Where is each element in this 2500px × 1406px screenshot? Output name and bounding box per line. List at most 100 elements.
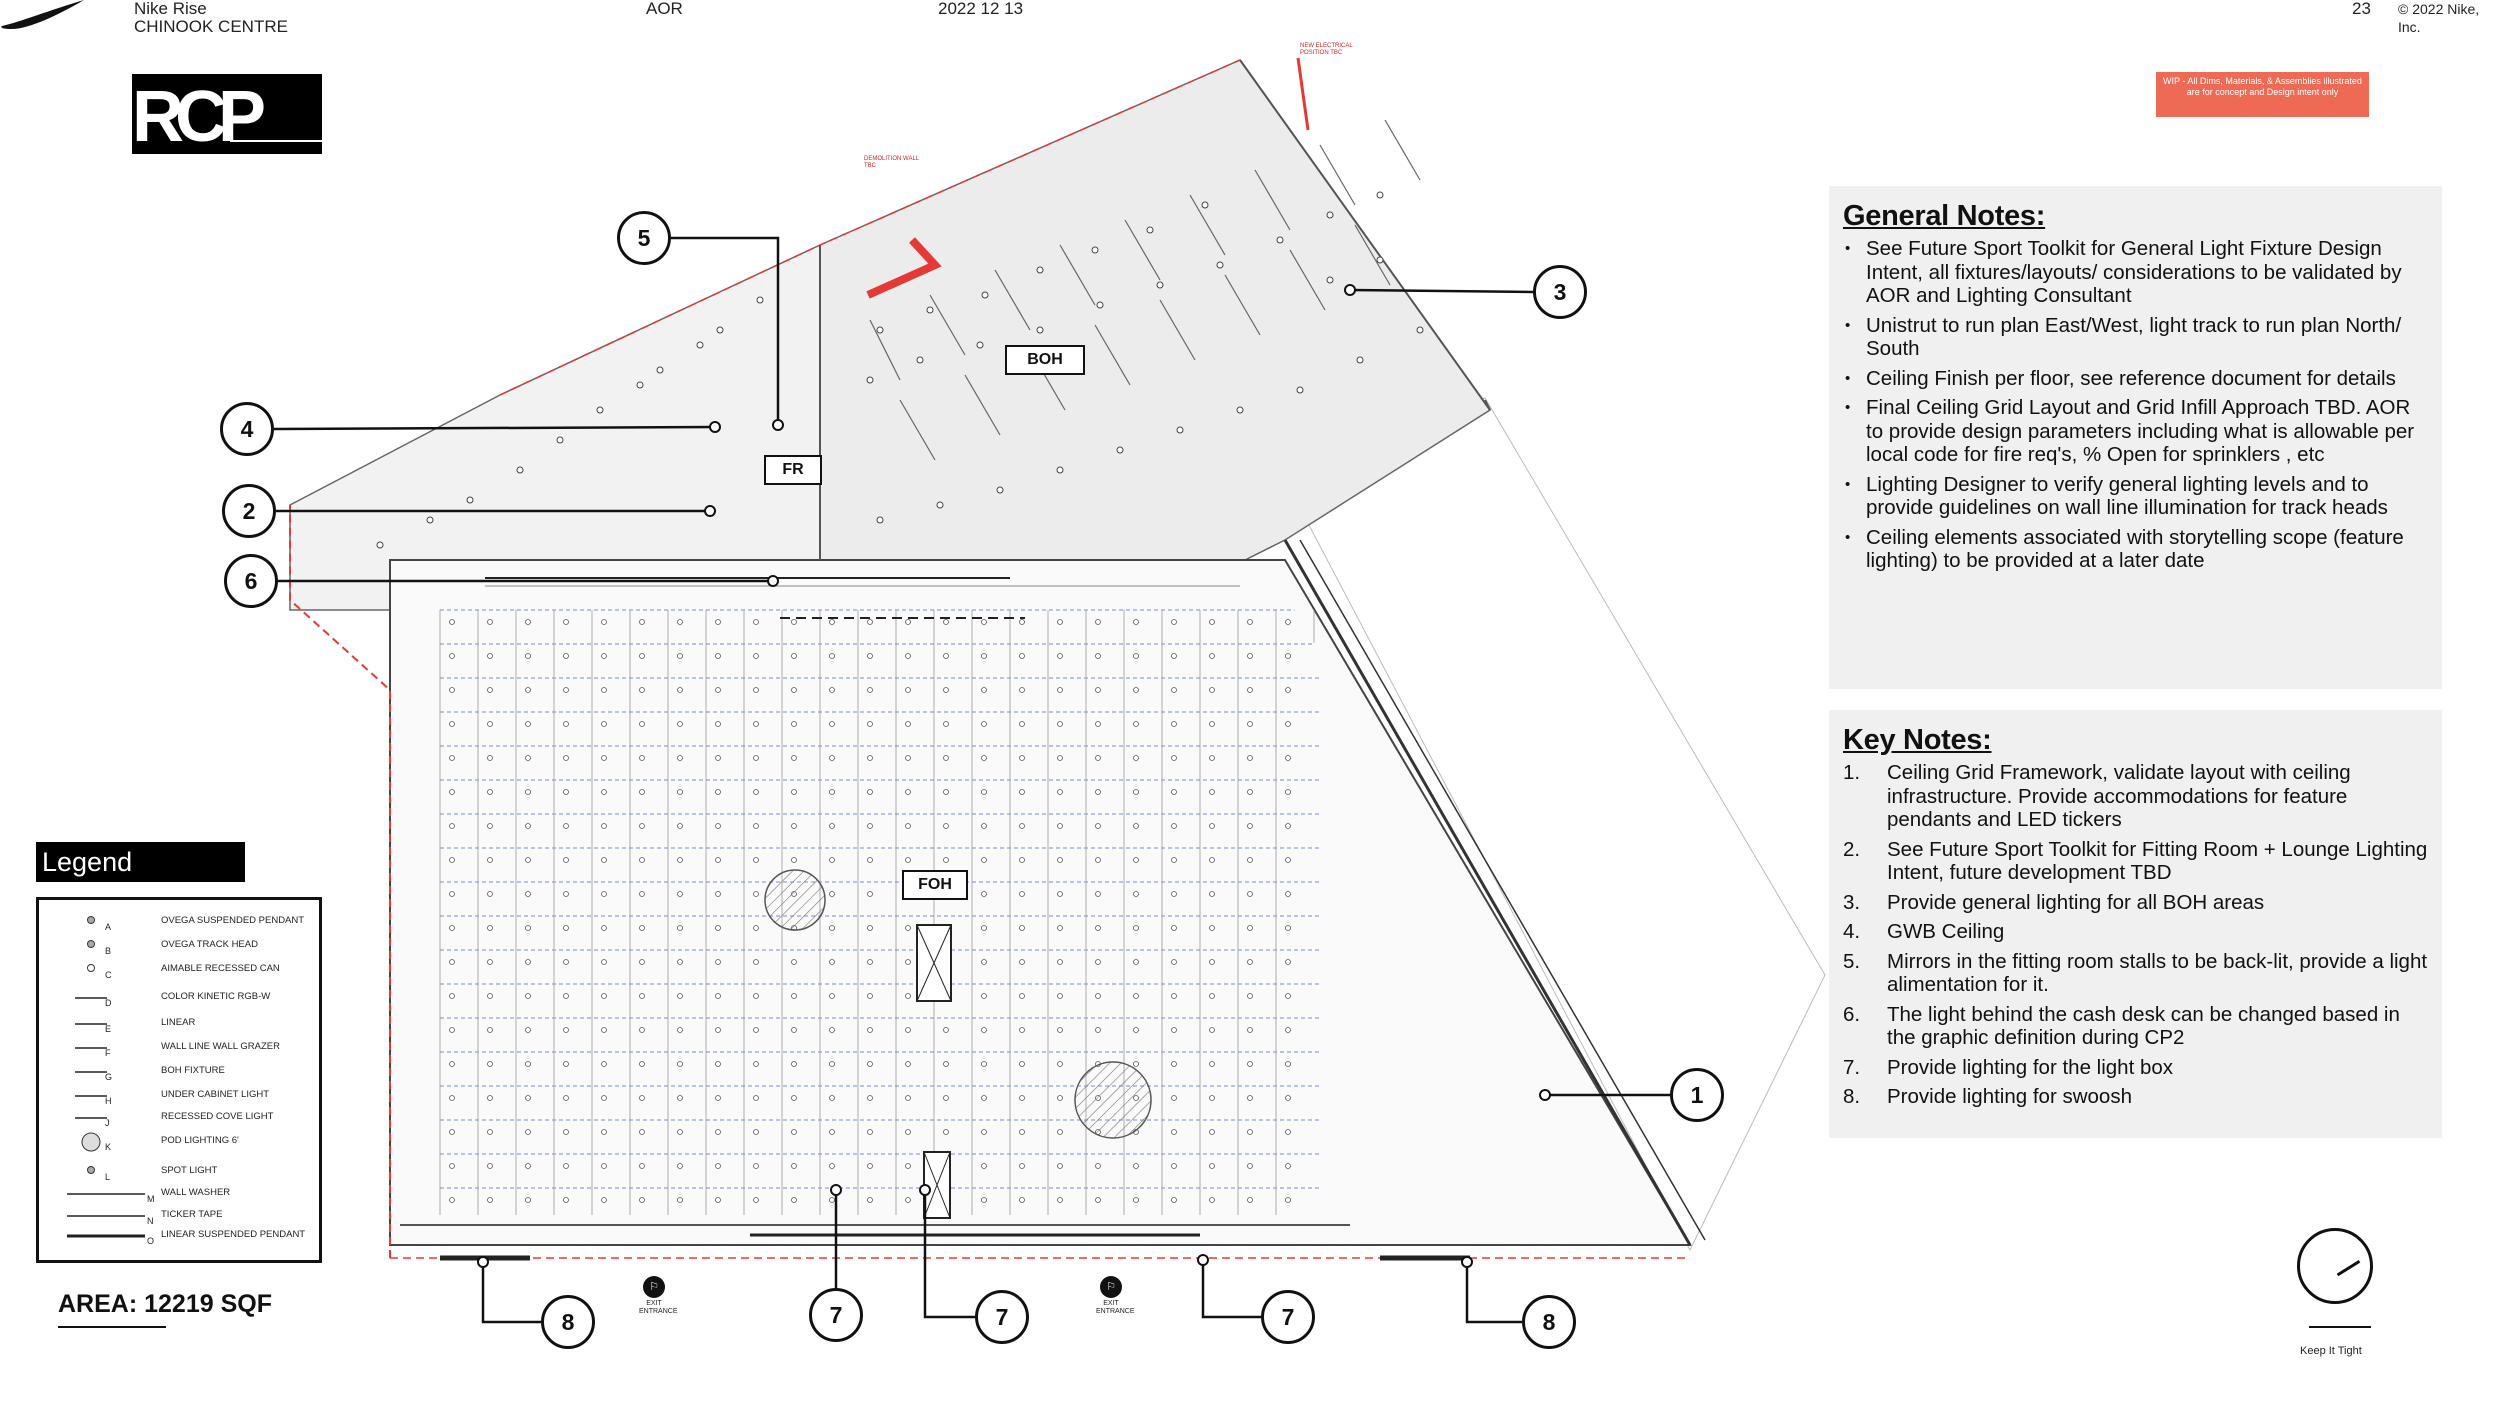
fixture-mark — [601, 1095, 607, 1101]
fixture-mark — [867, 619, 873, 625]
fixture-mark — [1247, 993, 1253, 999]
fixture-mark — [753, 653, 759, 659]
fixture-mark — [791, 789, 797, 795]
fixture-mark — [1095, 891, 1101, 897]
fixture-mark — [639, 755, 645, 761]
fixture-mark — [829, 857, 835, 863]
fixture-mark — [1133, 653, 1139, 659]
recessed-can-mark — [716, 326, 724, 334]
fixture-mark — [867, 1129, 873, 1135]
fixture-mark — [791, 1061, 797, 1067]
fixture-mark — [563, 721, 569, 727]
fixture-mark — [1247, 1129, 1253, 1135]
fixture-mark — [1247, 891, 1253, 897]
fixture-mark — [981, 1197, 987, 1203]
fixture-mark — [525, 925, 531, 931]
fixture-mark — [981, 653, 987, 659]
fixture-mark — [677, 1163, 683, 1169]
fixture-mark — [1285, 789, 1291, 795]
legend-key: N — [147, 1216, 154, 1226]
key-note-text: See Future Sport Toolkit for Fitting Roo… — [1887, 837, 2428, 885]
fixture-mark — [525, 1163, 531, 1169]
fixture-mark — [601, 993, 607, 999]
fixture-mark — [1057, 1095, 1063, 1101]
fixture-mark — [1285, 1095, 1291, 1101]
fixture-mark — [677, 857, 683, 863]
linear-pendant-icon — [67, 1234, 145, 1238]
fixture-mark — [677, 993, 683, 999]
fixture-mark — [1171, 1163, 1177, 1169]
fixture-mark — [905, 925, 911, 931]
fixture-mark — [791, 721, 797, 727]
fixture-mark — [1209, 755, 1215, 761]
fixture-mark — [943, 823, 949, 829]
fixture-mark — [677, 1129, 683, 1135]
demolition-wall — [866, 237, 942, 299]
fixture-mark — [601, 1197, 607, 1203]
fixture-mark — [1209, 1027, 1215, 1033]
fixture-mark — [563, 619, 569, 625]
legend-label: COLOR KINETIC RGB-W — [161, 991, 271, 1002]
fixture-mark — [487, 891, 493, 897]
fixture-mark — [753, 1095, 759, 1101]
key-note-number: 8. — [1843, 1085, 1861, 1108]
fixture-mark — [1019, 1095, 1025, 1101]
fixture-mark — [1133, 1061, 1139, 1067]
fixture-mark — [639, 857, 645, 863]
fixture-mark — [449, 687, 455, 693]
fixture-mark — [715, 789, 721, 795]
fixture-mark — [677, 959, 683, 965]
exit-label: EXIT ENTRANCE — [639, 1300, 678, 1315]
fixture-mark — [601, 823, 607, 829]
fixture-mark — [677, 789, 683, 795]
general-note-item: Ceiling Finish per floor, see reference … — [1843, 367, 2428, 391]
fixture-mark — [1133, 1197, 1139, 1203]
fixture-mark — [1247, 857, 1253, 863]
sheet-code-underline — [230, 140, 322, 142]
fixture-mark — [1057, 755, 1063, 761]
fixture-mark — [1019, 1163, 1025, 1169]
fixture-mark — [829, 789, 835, 795]
fixture-mark — [1019, 959, 1025, 965]
legend-key: A — [105, 922, 112, 932]
fixture-mark — [1095, 789, 1101, 795]
exit-icon: ⚐ — [1100, 1276, 1122, 1298]
key-note-text: Mirrors in the fitting room stalls to be… — [1887, 949, 2428, 997]
fixture-mark — [715, 653, 721, 659]
key-note-text: The light behind the cash desk can be ch… — [1887, 1002, 2400, 1050]
compass-tag: Keep It Tight — [2300, 1345, 2362, 1357]
callout-leader-end — [830, 1184, 842, 1196]
fixture-mark — [449, 1163, 455, 1169]
fixture-mark — [525, 653, 531, 659]
fixture-mark — [829, 1163, 835, 1169]
general-note-item: Ceiling elements associated with storyte… — [1843, 526, 2428, 573]
fixture-mark — [449, 1095, 455, 1101]
key-notes-panel: Key Notes: 1.Ceiling Grid Framework, val… — [1829, 710, 2442, 1138]
fixture-mark — [1285, 619, 1291, 625]
recessed-can-mark — [696, 341, 704, 349]
boh-track-line — [1254, 169, 1291, 231]
legend-title: Legend — [36, 842, 245, 882]
fixture-mark — [829, 823, 835, 829]
can-icon — [87, 964, 95, 972]
fixture-mark — [715, 619, 721, 625]
fixture-mark — [1019, 925, 1025, 931]
fixture-mark — [1057, 823, 1063, 829]
fixture-mark — [1171, 1095, 1177, 1101]
recessed-can-mark — [1056, 466, 1064, 474]
fixture-mark — [1285, 891, 1291, 897]
legend-label: POD LIGHTING 6' — [161, 1135, 239, 1146]
linear-icon — [75, 1023, 107, 1025]
legend-label: SPOT LIGHT — [161, 1165, 218, 1176]
fixture-mark — [449, 823, 455, 829]
fixture-mark — [563, 687, 569, 693]
fixture-mark — [1171, 993, 1177, 999]
fixture-mark — [677, 823, 683, 829]
fixture-mark — [601, 755, 607, 761]
fixture-mark — [1133, 823, 1139, 829]
fixture-mark — [753, 755, 759, 761]
fixture-mark — [1019, 1061, 1025, 1067]
